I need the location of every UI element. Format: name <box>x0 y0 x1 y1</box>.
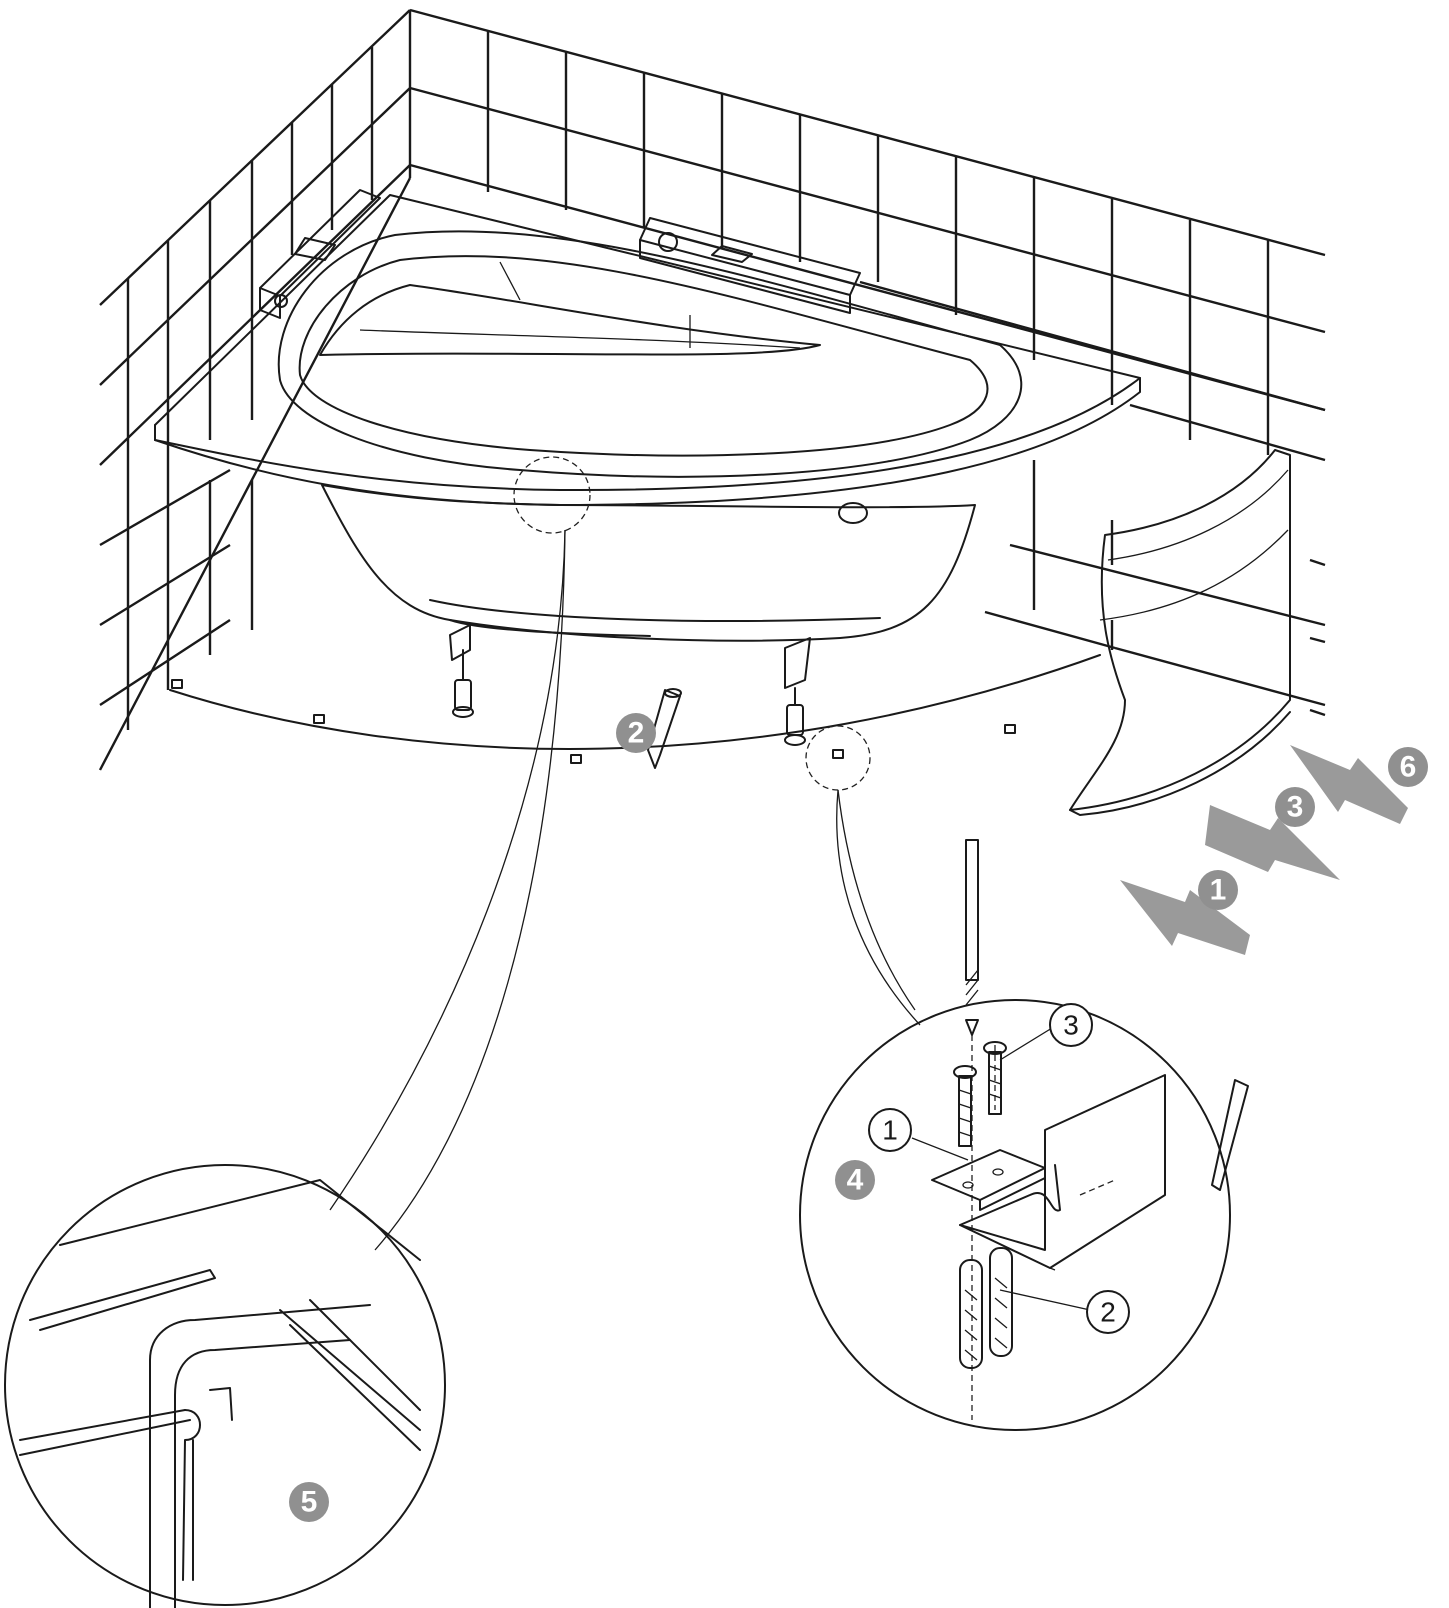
mounting-bracket <box>931 1149 1046 1211</box>
step-badge-1-label: 1 <box>1210 874 1227 907</box>
leader-line-rim <box>329 529 566 1211</box>
arrow-step-3 <box>1205 805 1340 880</box>
corner-bathtub <box>154 189 1141 746</box>
arrow-step-1 <box>1120 880 1250 955</box>
leader-line-floor-2 <box>836 789 921 1026</box>
callout-screw: 3 <box>1049 1003 1093 1047</box>
tiled-back-wall <box>408 8 1326 717</box>
step-badge-6-label: 6 <box>1400 751 1417 784</box>
adjustable-leg-left <box>449 624 474 718</box>
drill-bit-icon <box>965 839 979 1036</box>
detail-floor-bracket <box>799 839 1249 1431</box>
step-badge-2-label: 2 <box>628 717 645 750</box>
screw-icon <box>953 1041 1007 1147</box>
step-badge-2: 2 <box>616 713 656 753</box>
arrow-step-6 <box>1290 745 1408 824</box>
step-badge-3-label: 3 <box>1287 791 1304 824</box>
callout-bracket-label: 1 <box>882 1115 898 1146</box>
step-badge-5-label: 5 <box>301 1486 318 1519</box>
callout-screw-label: 3 <box>1063 1010 1079 1041</box>
detail-rim-clip <box>4 1164 446 1608</box>
wall-plug-icon <box>959 1247 1013 1369</box>
step-badge-3: 3 <box>1275 787 1315 827</box>
tiled-side-wall <box>98 9 412 771</box>
leader-line-rim-2 <box>374 529 566 1251</box>
callout-bracket: 1 <box>868 1108 912 1152</box>
step-badge-1: 1 <box>1198 870 1238 910</box>
step-badge-4-label: 4 <box>847 1164 864 1197</box>
step-badge-6: 6 <box>1388 747 1428 787</box>
callout-dowel-label: 2 <box>1100 1297 1116 1328</box>
step-badge-5: 5 <box>289 1482 329 1522</box>
step-badge-4: 4 <box>835 1160 875 1200</box>
floor-marking-arc <box>169 654 1101 791</box>
front-apron-panel <box>1069 449 1291 816</box>
adjustable-leg-right <box>784 637 811 746</box>
callout-dowel: 2 <box>1086 1290 1130 1334</box>
leader-line-floor <box>837 789 916 1011</box>
